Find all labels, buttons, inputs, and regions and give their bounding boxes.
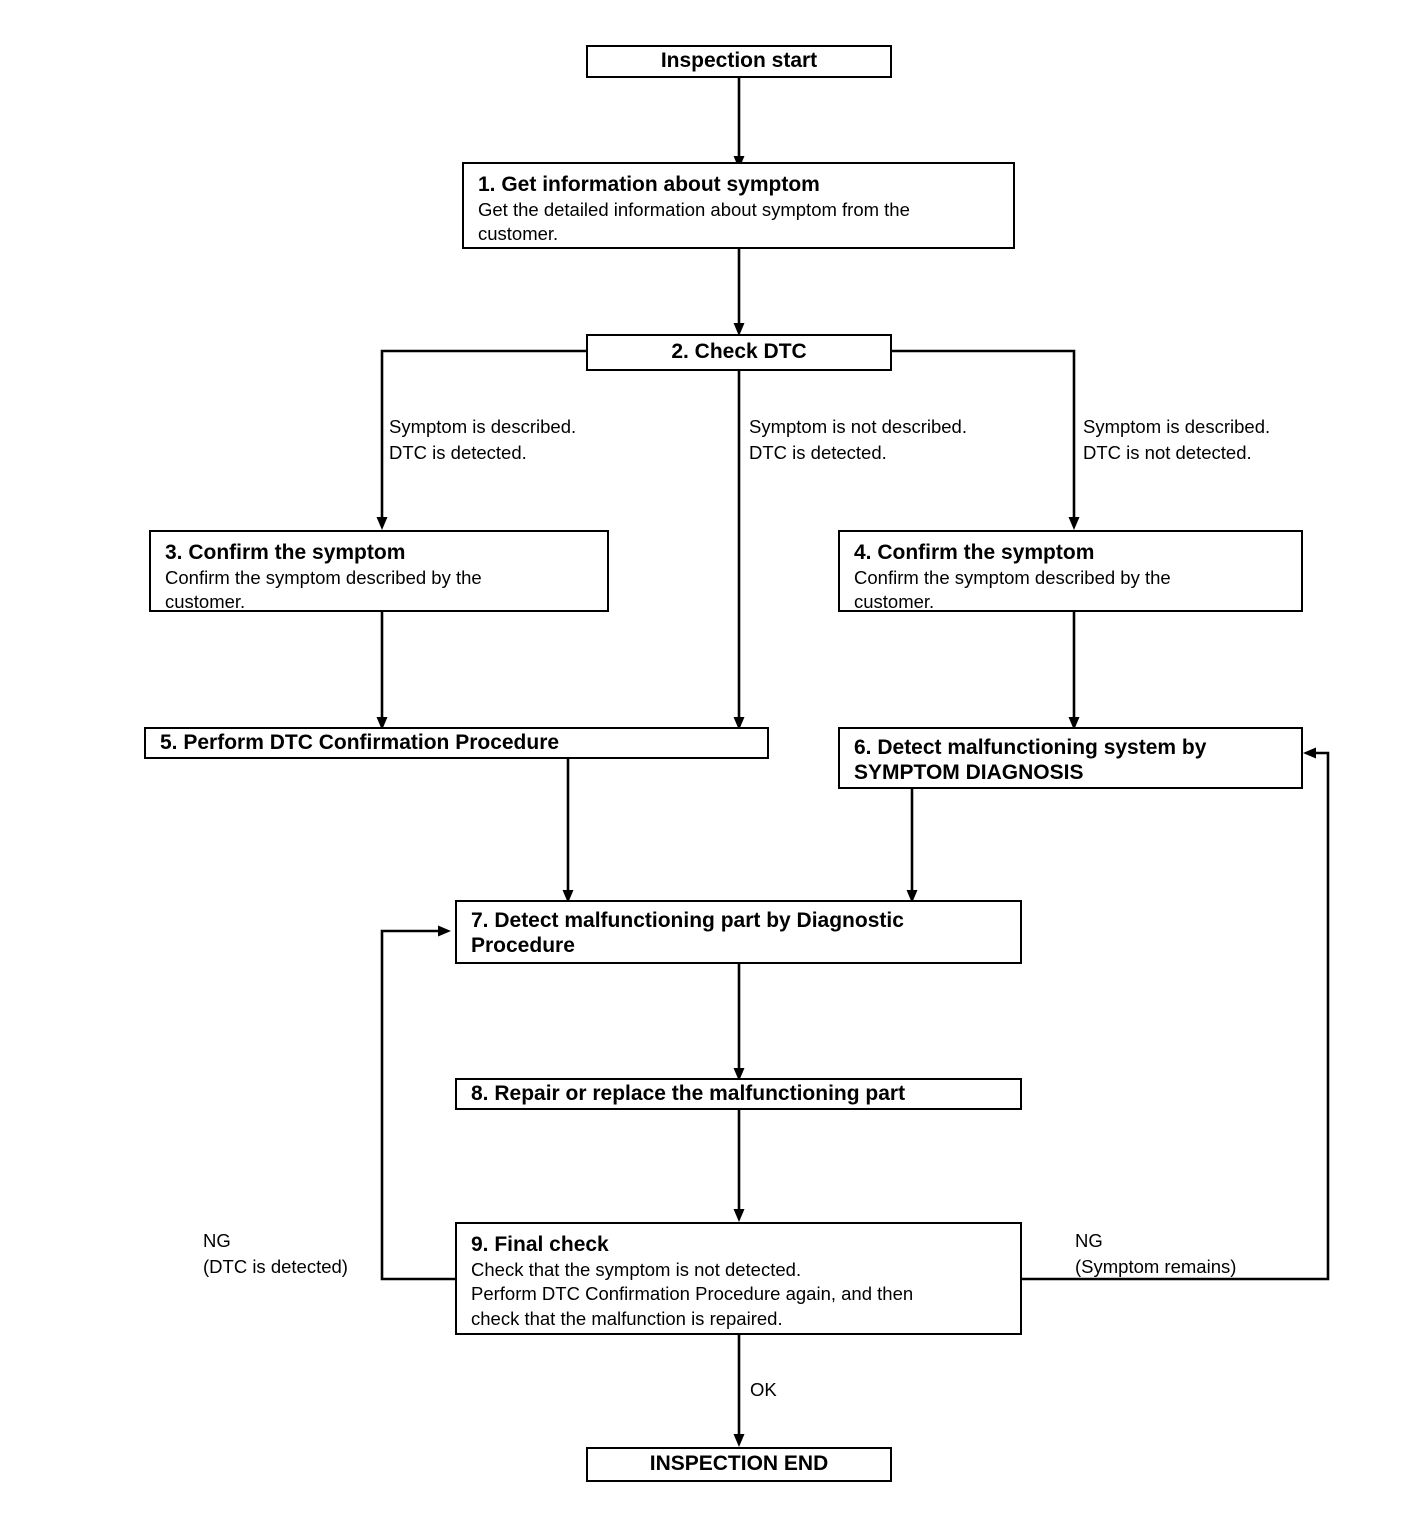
node-step-9-title: 9. Final check bbox=[471, 1233, 609, 1256]
node-step-8-title: 8. Repair or replace the malfunctioning … bbox=[471, 1081, 906, 1105]
node-step-1-body: Get the detailed information about sympt… bbox=[478, 198, 910, 245]
arrowhead-8-to-9 bbox=[733, 1209, 745, 1222]
node-step-4-body: Confirm the symptom described by the cus… bbox=[854, 566, 1171, 613]
node-step-6-title: 6. Detect malfunctioning system by SYMPT… bbox=[854, 736, 1207, 784]
arrowhead-9-to-end bbox=[733, 1434, 745, 1447]
edge-9-to-6-ng-right bbox=[1022, 751, 1330, 1281]
node-step-5[interactable]: 5. Perform DTC Confirmation Procedure bbox=[144, 727, 769, 759]
arrowhead-2-to-3 bbox=[376, 517, 388, 530]
edge-label-branch-right: Symptom is described. DTC is not detecte… bbox=[1083, 416, 1271, 464]
node-step-6[interactable]: 6. Detect malfunctioning system by SYMPT… bbox=[838, 727, 1303, 789]
edge-label-branch-center: Symptom is not described. DTC is detecte… bbox=[749, 416, 967, 464]
node-step-1-title: 1. Get information about symptom bbox=[478, 173, 820, 196]
node-step-3-body: Confirm the symptom described by the cus… bbox=[165, 566, 482, 613]
arrowhead-9-to-7-ng-left bbox=[438, 925, 451, 937]
node-step-7-title: 7. Detect malfunctioning part by Diagnos… bbox=[471, 909, 904, 957]
edge-label-branch-left: Symptom is described. DTC is detected. bbox=[389, 416, 577, 464]
edge-label-ng-left: NG (DTC is detected) bbox=[203, 1230, 348, 1278]
node-step-8[interactable]: 8. Repair or replace the malfunctioning … bbox=[455, 1078, 1022, 1110]
node-step-4-title: 4. Confirm the symptom bbox=[854, 541, 1095, 564]
node-inspection-start-label: Inspection start bbox=[660, 49, 818, 73]
edge-label-ok: OK bbox=[750, 1379, 777, 1400]
node-step-9[interactable]: 9. Final check Check that the symptom is… bbox=[455, 1222, 1022, 1335]
node-inspection-end[interactable]: INSPECTION END bbox=[586, 1447, 892, 1482]
node-step-3-title: 3. Confirm the symptom bbox=[165, 541, 406, 564]
node-step-3[interactable]: 3. Confirm the symptom Confirm the sympt… bbox=[149, 530, 609, 612]
node-step-2-title: 2. Check DTC bbox=[671, 340, 807, 364]
node-step-2[interactable]: 2. Check DTC bbox=[586, 334, 892, 371]
node-inspection-end-label: INSPECTION END bbox=[649, 1452, 829, 1476]
node-step-5-title: 5. Perform DTC Confirmation Procedure bbox=[160, 730, 560, 754]
edge-label-ng-right: NG (Symptom remains) bbox=[1075, 1230, 1237, 1278]
node-step-9-body: Check that the symptom is not detected. … bbox=[471, 1258, 914, 1329]
node-step-7[interactable]: 7. Detect malfunctioning part by Diagnos… bbox=[455, 900, 1022, 964]
node-step-1[interactable]: 1. Get information about symptom Get the… bbox=[462, 162, 1015, 249]
node-inspection-start[interactable]: Inspection start bbox=[586, 45, 892, 78]
arrowhead-2-to-4 bbox=[1068, 517, 1080, 530]
arrowhead-9-to-6-ng-right bbox=[1303, 747, 1316, 759]
node-step-4[interactable]: 4. Confirm the symptom Confirm the sympt… bbox=[838, 530, 1303, 612]
edge-9-to-7-ng-left bbox=[380, 929, 456, 1281]
